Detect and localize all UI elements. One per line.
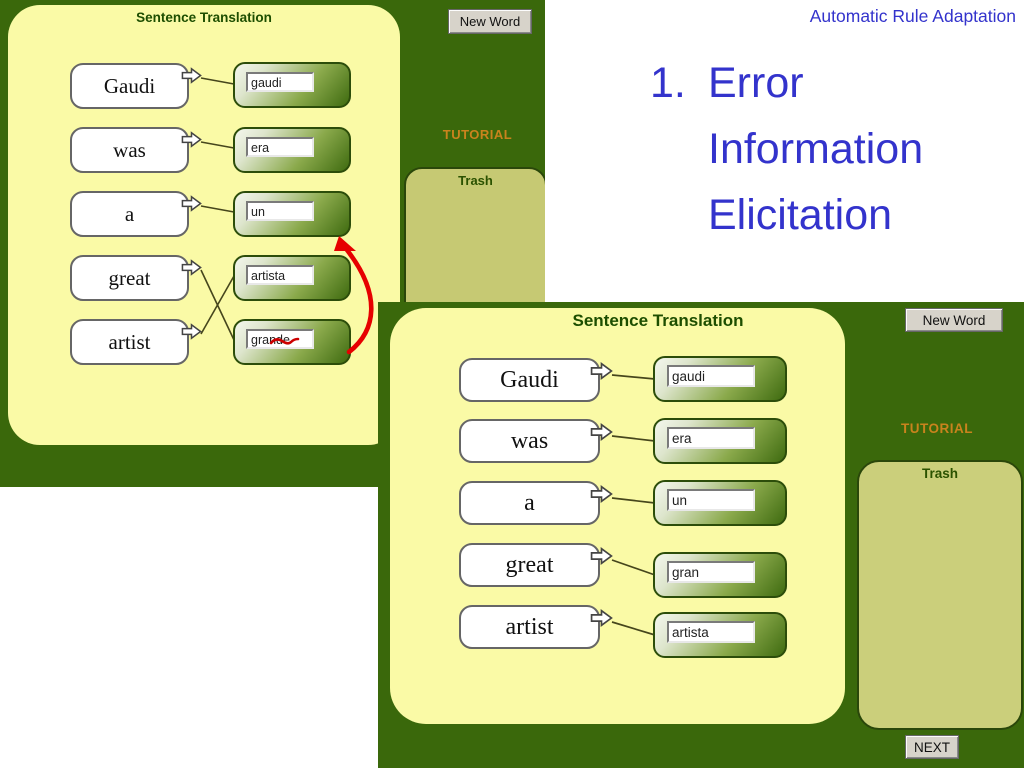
translation-slot — [653, 418, 787, 464]
slide-header: Automatic Rule Adaptation — [809, 6, 1016, 26]
source-word-box[interactable]: artist — [459, 605, 600, 649]
connector-arrow-icon — [590, 547, 613, 565]
translation-input[interactable] — [667, 621, 755, 643]
source-word-box[interactable]: a — [459, 481, 600, 525]
tutorial-label: TUTORIAL — [442, 127, 513, 142]
translation-input[interactable] — [246, 201, 314, 221]
source-word: a — [124, 201, 135, 226]
translation-input[interactable] — [246, 137, 314, 157]
trash-label: Trash — [458, 173, 493, 188]
window-title: Sentence Translation — [136, 10, 272, 25]
source-word-box[interactable]: was — [70, 127, 189, 173]
list-number: 1. — [650, 59, 686, 107]
connector-arrow-icon — [590, 485, 613, 503]
translation-slot — [653, 612, 787, 658]
translation-input[interactable] — [667, 365, 755, 387]
translation-input[interactable] — [667, 427, 755, 449]
source-word-box[interactable]: great — [459, 543, 600, 587]
connector-arrow-icon — [590, 362, 613, 380]
translation-input[interactable] — [667, 561, 755, 583]
tutorial-label: TUTORIAL — [901, 421, 973, 436]
translation-input[interactable] — [246, 72, 314, 92]
source-word: artist — [108, 329, 151, 354]
connector-arrow-icon — [181, 259, 202, 276]
source-word-box[interactable]: great — [70, 255, 189, 301]
next-button[interactable]: NEXT — [905, 735, 959, 759]
connector-arrow-icon — [590, 609, 613, 627]
source-word: artist — [505, 613, 554, 640]
translation-slot — [653, 356, 787, 402]
source-word-box[interactable]: artist — [70, 319, 189, 365]
connector-arrow-icon — [181, 131, 202, 148]
new-word-button[interactable]: New Word — [905, 308, 1003, 332]
translation-slot — [233, 62, 351, 108]
translation-slot — [233, 127, 351, 173]
source-word: was — [113, 137, 146, 162]
source-word: great — [505, 551, 554, 578]
connector-arrow-icon — [181, 67, 202, 84]
trash-dropzone[interactable]: Trash — [857, 460, 1023, 730]
translation-input[interactable] — [246, 265, 314, 285]
source-word-box[interactable]: Gaudi — [70, 63, 189, 109]
translation-slot — [653, 552, 787, 598]
source-word: was — [510, 427, 549, 454]
translation-window-corrected: Sentence Translation Gaudi was a great a… — [378, 302, 1024, 768]
slide-list-item: 1. Error Information Elicitation — [650, 50, 1024, 248]
source-word-box[interactable]: was — [459, 419, 600, 463]
source-word: Gaudi — [500, 366, 559, 393]
connector-arrow-icon — [181, 323, 202, 340]
connector-arrow-icon — [181, 195, 202, 212]
trash-label: Trash — [921, 466, 959, 481]
translation-input[interactable] — [667, 489, 755, 511]
translation-window-error: Sentence Translation Gaudi was a great a… — [0, 0, 545, 487]
translation-slot — [233, 191, 351, 237]
translation-slot — [233, 319, 351, 365]
source-word-box[interactable]: Gaudi — [459, 358, 600, 402]
new-word-button[interactable]: New Word — [448, 9, 532, 34]
source-word: great — [108, 265, 151, 290]
source-word-box[interactable]: a — [70, 191, 189, 237]
window-title: Sentence Translation — [572, 311, 744, 330]
translation-slot — [653, 480, 787, 526]
connector-arrow-icon — [590, 423, 613, 441]
source-word: Gaudi — [103, 73, 156, 98]
list-text: Error Information Elicitation — [708, 59, 924, 239]
translation-slot — [233, 255, 351, 301]
translation-input[interactable] — [246, 329, 314, 349]
source-word: a — [524, 489, 535, 516]
